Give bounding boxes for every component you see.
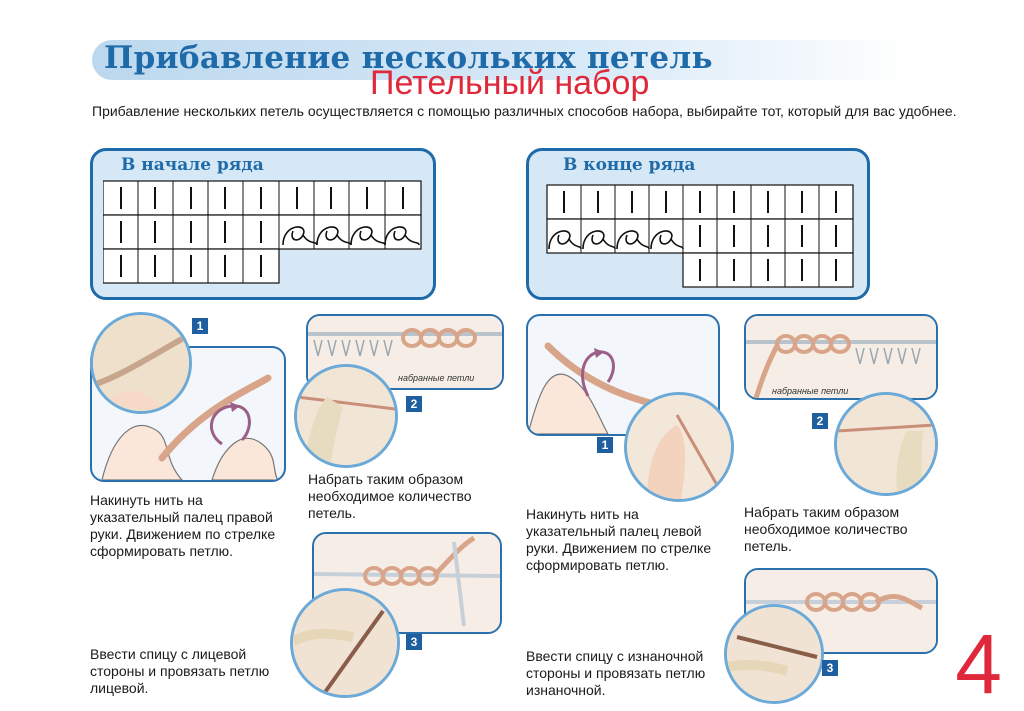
right-step3-photo [724,604,824,704]
right-step1-photo [624,392,734,502]
left-step2-label: набранные петли [398,373,475,383]
right-step1-number: 1 [597,437,613,453]
left-step2-number: 2 [406,396,422,412]
right-step3-caption: Ввести спицу с изнаночной стороны и пров… [526,648,706,698]
right-step2-caption: Набрать таким образом необходимое количе… [744,504,908,554]
right-step2-photo [834,392,938,496]
right-step3-number: 3 [822,660,838,676]
chart-start-of-row: В начале ряда [90,148,436,300]
left-step3-caption: Ввести спицу с лицевой стороны и провяза… [90,646,270,696]
left-step2-photo [294,364,398,468]
left-step1-number: 1 [192,318,208,334]
left-step2-caption: Набрать таким образом необходимое количе… [308,471,472,521]
cast-on-loops-drawing-right [746,316,936,398]
page-number: 4 [955,617,1002,711]
chart-end-grid [546,184,854,288]
hand-yarn-drawing [101,374,279,480]
chart-start-grid [103,180,422,284]
left-step3-number: 3 [406,634,422,650]
left-step3-photo [290,588,400,698]
left-step1-photo [90,312,192,414]
chart-end-of-row: В конце ряда [526,148,870,300]
left-step1-caption: Накинуть нить на указательный палец прав… [90,492,276,559]
intro-text: Прибавление нескольких петель осуществля… [92,103,957,119]
chart-end-title: В конце ряда [563,155,696,175]
page-title: Прибавление нескольких петель [104,40,713,76]
overlay-title: Петельный набор [370,64,650,102]
right-step2-label: набранные петли [772,386,849,396]
right-step1-caption: Накинуть нить на указательный палец лево… [526,506,712,573]
right-step2-illustration [744,314,938,400]
right-step2-number: 2 [812,413,828,429]
title-band [92,40,912,80]
chart-start-title: В начале ряда [121,155,264,175]
